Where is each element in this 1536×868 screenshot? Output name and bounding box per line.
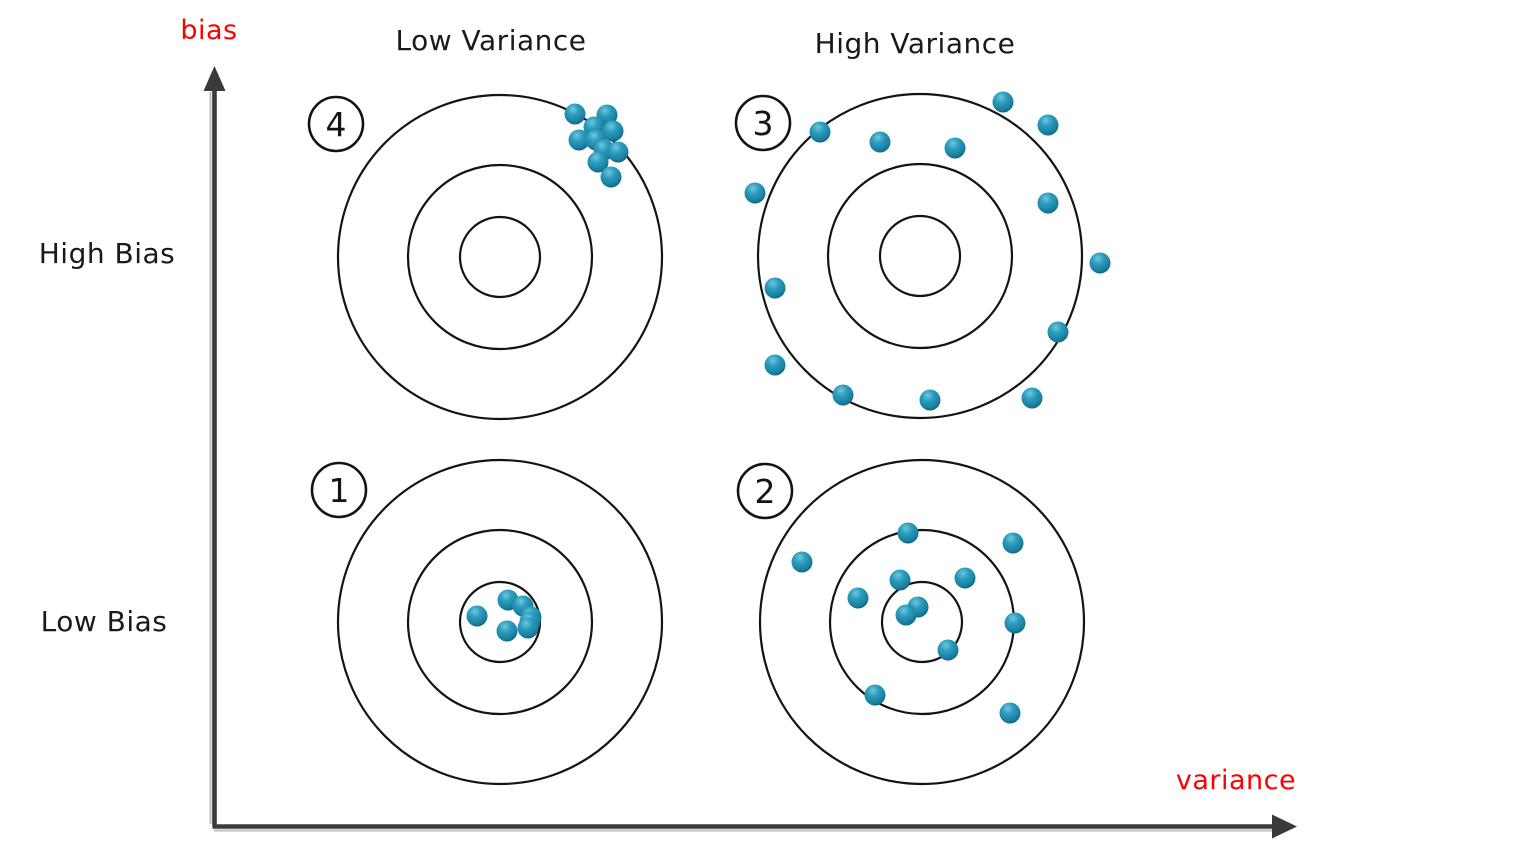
target-ring (336, 458, 664, 786)
data-point (1021, 387, 1043, 409)
data-point (937, 639, 959, 661)
x-axis-label: variance (1175, 765, 1297, 796)
target-number-label: 4 (326, 105, 347, 144)
data-point (517, 617, 539, 639)
axes (203, 66, 1297, 839)
target-4: 4 (307, 93, 664, 421)
data-point (602, 120, 624, 142)
data-point (1037, 114, 1059, 136)
row-label-high-bias: High Bias (38, 237, 176, 270)
data-point (587, 151, 609, 173)
data-point (999, 702, 1021, 724)
column-header-low-variance: Low Variance (395, 24, 587, 57)
target-ring (880, 580, 964, 664)
data-point (600, 166, 622, 188)
data-point (764, 354, 786, 376)
target-ring (878, 214, 962, 298)
data-point (897, 522, 919, 544)
data-point (944, 137, 966, 159)
data-point (1004, 612, 1026, 634)
data-point (864, 684, 886, 706)
data-point (895, 604, 917, 626)
data-point (744, 182, 766, 204)
target-number-badge (307, 95, 365, 153)
data-point (1047, 321, 1069, 343)
x-axis-arrowhead (1272, 814, 1297, 839)
data-point (992, 91, 1014, 113)
target-number-label: 2 (755, 472, 776, 511)
target-ring (406, 163, 594, 351)
target-ring (406, 528, 594, 716)
data-point (1037, 192, 1059, 214)
target-number-badge (310, 461, 368, 519)
data-point (869, 131, 891, 153)
data-point (607, 141, 629, 163)
target-ring (458, 215, 542, 299)
y-axis-label: bias (180, 15, 238, 46)
target-number-label: 1 (329, 471, 350, 510)
data-point (791, 551, 813, 573)
data-point (889, 569, 911, 591)
targets-layer: 4 3 1 2 (307, 91, 1111, 786)
target-1: 1 (310, 458, 664, 786)
target-ring (828, 528, 1016, 716)
target-ring (826, 162, 1014, 350)
row-label-low-bias: Low Bias (40, 605, 168, 638)
data-point (832, 384, 854, 406)
target-ring (756, 92, 1084, 420)
data-point (809, 121, 831, 143)
target-3: 3 (734, 91, 1111, 420)
target-number-badge (736, 462, 794, 520)
data-point (1002, 532, 1024, 554)
target-2: 2 (736, 458, 1086, 786)
target-ring (758, 458, 1086, 786)
data-point (466, 605, 488, 627)
target-ring (336, 93, 664, 421)
y-axis-arrowhead (203, 66, 226, 91)
data-point (1089, 252, 1111, 274)
data-point (496, 620, 518, 642)
data-point (954, 567, 976, 589)
data-point (919, 389, 941, 411)
target-number-label: 3 (753, 104, 774, 143)
data-point (568, 129, 590, 151)
data-point (564, 103, 586, 125)
column-header-high-variance: High Variance (814, 27, 1016, 60)
data-point (764, 277, 786, 299)
data-point (847, 587, 869, 609)
target-number-badge (734, 94, 792, 152)
